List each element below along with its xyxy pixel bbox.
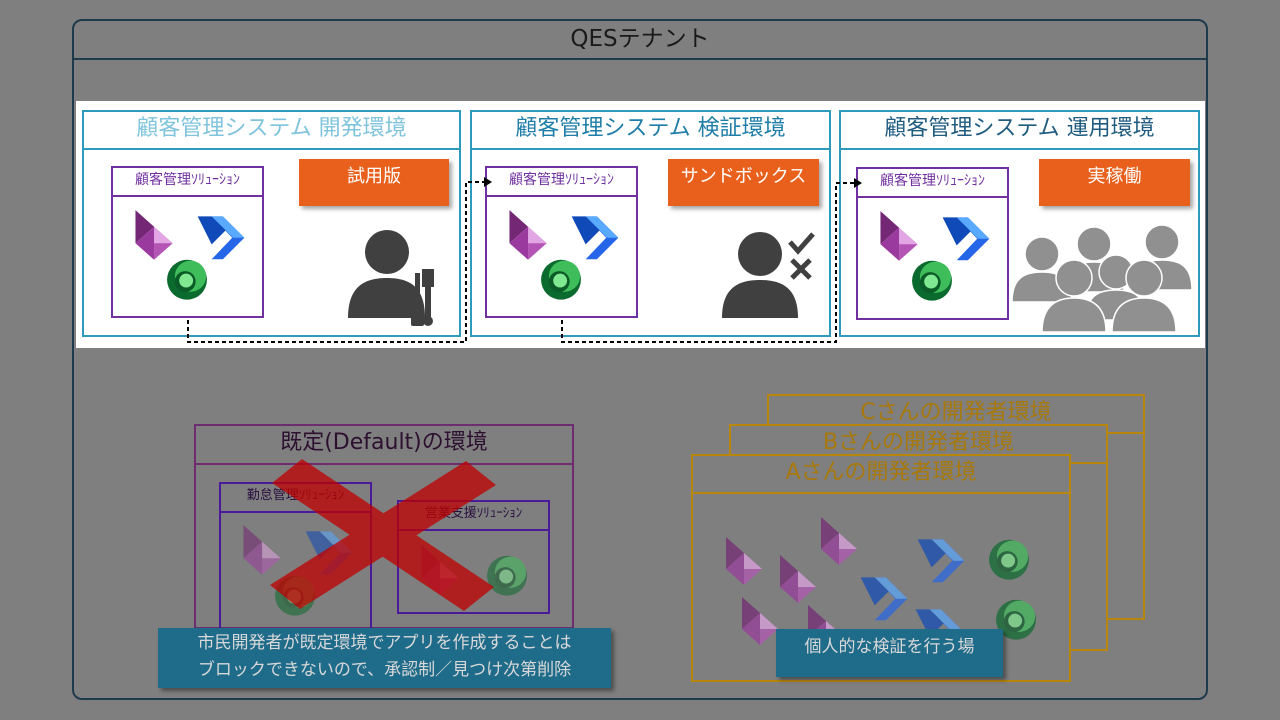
default-environment-title: 既定(Default)の環境 <box>194 424 574 465</box>
trial-badge: 試用版 <box>299 159 449 206</box>
default-env-note-line1: 市民開発者が既定環境でアプリを作成することは <box>197 633 572 653</box>
developer-env-a-title: Aさんの開発者環境 <box>691 454 1071 494</box>
developer-env-note: 個人的な検証を行う場 <box>776 629 1003 677</box>
test-environment-title: 顧客管理システム 検証環境 <box>470 110 831 150</box>
tester-person-icon <box>722 232 815 318</box>
dev-environment-title: 顧客管理システム 開発環境 <box>82 110 461 150</box>
developer-person-icon <box>348 230 434 326</box>
default-env-note: 市民開発者が既定環境でアプリを作成することは ブロックできないので、承認制／見つ… <box>158 628 611 688</box>
power-automate-icon <box>917 539 965 583</box>
users-group-icon <box>1011 224 1193 333</box>
production-badge: 実稼働 <box>1039 159 1190 206</box>
dev-solution-title: 顧客管理ｿﾘｭｰｼｮﾝ <box>111 166 264 197</box>
prod-solution-title: 顧客管理ｿﾘｭｰｼｮﾝ <box>856 167 1009 198</box>
power-automate-icon <box>860 577 908 621</box>
sandbox-badge: サンドボックス <box>668 159 819 206</box>
tenant-frame <box>72 19 1208 700</box>
default-env-note-line2: ブロックできないので、承認制／見つけ次第削除 <box>197 660 572 680</box>
power-apps-icon <box>726 537 762 585</box>
prod-environment-title: 顧客管理システム 運用環境 <box>839 110 1200 150</box>
test-solution-title: 顧客管理ｿﾘｭｰｼｮﾝ <box>485 166 638 197</box>
dataverse-icon <box>989 539 1029 580</box>
tenant-title: QESテナント <box>72 19 1208 60</box>
